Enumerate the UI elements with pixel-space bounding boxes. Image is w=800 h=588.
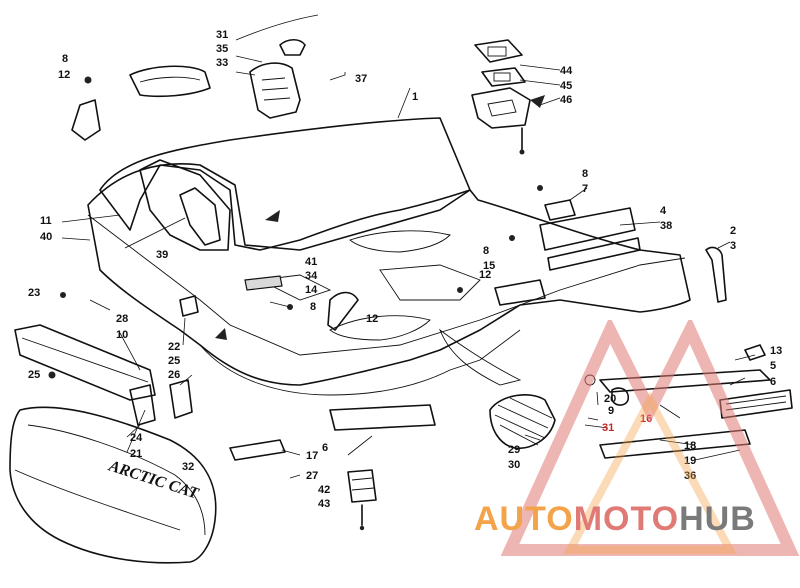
- callout-42: 42: [318, 484, 330, 496]
- callout-31a: 31: [216, 29, 228, 41]
- front-parts: [9, 295, 217, 564]
- callout-45: 45: [560, 80, 572, 92]
- callout-25b: 25: [28, 369, 40, 381]
- callout-17: 17: [306, 450, 318, 462]
- lower-parts: [229, 404, 436, 531]
- callout-44: 44: [560, 65, 573, 77]
- callout-6b: 6: [322, 442, 328, 454]
- callout-31b: 31: [602, 422, 614, 434]
- headlight-pod: [129, 38, 306, 251]
- callout-12b: 12: [479, 269, 491, 281]
- callout-6a: 6: [770, 376, 776, 388]
- callout-46: 46: [560, 94, 572, 106]
- watermark-part-moto: MOTO: [573, 500, 680, 538]
- callout-11: 11: [40, 215, 52, 227]
- callout-39: 39: [156, 249, 168, 261]
- callout-5: 5: [770, 360, 776, 372]
- callout-29: 29: [508, 444, 520, 456]
- watermark-part-auto: AUTO: [474, 500, 574, 538]
- callout-18: 18: [684, 440, 696, 452]
- callout-41: 41: [305, 256, 317, 268]
- callout-20: 20: [604, 393, 616, 405]
- hood-body: [87, 117, 691, 396]
- callout-19: 19: [684, 455, 696, 467]
- callout-15: 15: [483, 260, 495, 272]
- watermark-part-hub: HUB: [679, 500, 756, 538]
- callout-labels: 1 2 3 4 5 6 6 7 8 8 8 8 9 10 11 12 12 12…: [28, 29, 782, 510]
- callout-8d: 8: [310, 301, 316, 313]
- callout-9: 9: [608, 405, 614, 417]
- callout-12c: 12: [366, 313, 378, 325]
- leader-lines: [61, 14, 756, 479]
- callout-25a: 25: [168, 355, 180, 367]
- watermark-triangle-icon: [500, 320, 800, 556]
- callout-3: 3: [730, 240, 736, 252]
- callout-36: 36: [684, 470, 696, 482]
- upper-right-plates: [471, 39, 531, 155]
- callout-22: 22: [168, 341, 180, 353]
- callout-30: 30: [508, 459, 520, 471]
- callout-24: 24: [130, 432, 143, 444]
- rubber-boot: [489, 394, 556, 449]
- callout-7: 7: [582, 183, 588, 195]
- hardware: [48, 76, 515, 379]
- callout-8b: 8: [582, 168, 588, 180]
- callout-33: 33: [216, 57, 228, 69]
- callout-13: 13: [770, 345, 782, 357]
- callout-14: 14: [305, 284, 318, 296]
- pointer-arrows: [215, 95, 545, 340]
- callout-35: 35: [216, 43, 228, 55]
- callout-40: 40: [40, 231, 52, 243]
- callout-32: 32: [182, 461, 194, 473]
- watermark-text: AUTOMOTOHUB: [474, 500, 756, 539]
- callout-27: 27: [306, 470, 318, 482]
- callout-1: 1: [412, 91, 418, 103]
- callout-21: 21: [130, 448, 142, 460]
- callout-23: 23: [28, 287, 40, 299]
- callout-43: 43: [318, 498, 330, 510]
- callout-28: 28: [116, 313, 128, 325]
- callout-8c: 8: [483, 245, 489, 257]
- callout-2: 2: [730, 225, 736, 237]
- callout-37: 37: [355, 73, 367, 85]
- callout-38: 38: [660, 220, 672, 232]
- callout-10: 10: [116, 329, 128, 341]
- side-brackets: [494, 185, 641, 306]
- callout-26: 26: [168, 369, 180, 381]
- callout-12a: 12: [58, 69, 70, 81]
- callout-8a: 8: [62, 53, 68, 65]
- callout-34: 34: [305, 270, 318, 282]
- callout-4: 4: [660, 205, 667, 217]
